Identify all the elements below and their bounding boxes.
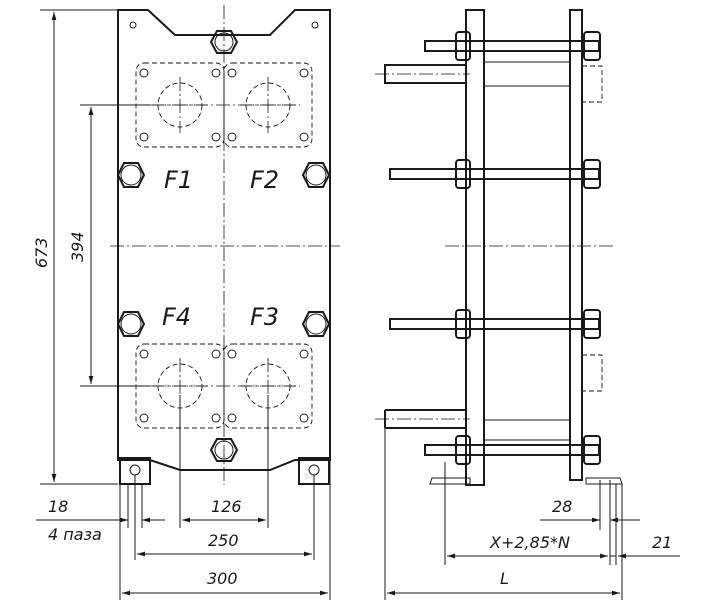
left-foot-hole [129,464,141,476]
port-label-f1: F1 [164,166,193,194]
bottom-bolt [209,438,239,462]
port-label-f2: F2 [250,166,279,194]
port-label-f3: F3 [250,303,279,331]
port-label-f4: F4 [162,303,191,331]
tie-bolt-1 [424,31,601,61]
side-right-foot [585,477,623,485]
top-left-hole [129,21,137,29]
tie-bolt-2 [389,159,601,189]
dim-overall-width: 300 [122,569,328,596]
side-pressure-plate [569,9,583,481]
port-flange-f2 [223,62,313,148]
svg-text:28: 28 [552,497,572,516]
svg-text:18: 18 [48,497,68,516]
tie-bolt-3 [389,309,601,339]
dim-bolt-spacing: 250 [137,531,312,557]
front-view: F1 F2 F4 F3 673 394 18 [32,5,340,600]
side-view: 28 X+2,85*N 21 L [375,9,680,600]
svg-text:673: 673 [32,237,51,268]
tie-bolt-4 [424,435,601,465]
svg-text:21: 21 [652,533,672,552]
dim-end-offset: 21 [610,533,680,559]
svg-text:300: 300 [207,569,238,588]
svg-text:250: 250 [208,531,239,550]
svg-text:4 паза: 4 паза [48,525,102,544]
dim-overall-length: L [387,569,620,596]
side-bolt-left-lower [116,311,146,337]
dim-pack-length: X+2,85*N [447,533,608,559]
dim-bottom-slot: 18 4 паза [36,497,165,544]
top-right-hole [311,21,319,29]
svg-text:X+2,85*N: X+2,85*N [489,533,570,552]
dim-port-vertical: 394 [68,104,150,387]
right-foot-hole [308,464,320,476]
side-bolt-right-upper [301,162,331,188]
dim-foot-width: 28 [540,497,640,523]
dim-overall-height: 673 [32,9,118,485]
top-bolt [209,30,239,54]
svg-text:126: 126 [211,497,242,516]
side-fixed-plate [465,9,485,486]
svg-text:394: 394 [68,231,87,262]
dim-port-horizontal: 126 [182,497,266,523]
svg-text:L: L [500,569,509,588]
side-bolt-right-lower [301,311,331,337]
side-bolt-left-upper [116,162,146,188]
side-left-foot [429,477,471,485]
